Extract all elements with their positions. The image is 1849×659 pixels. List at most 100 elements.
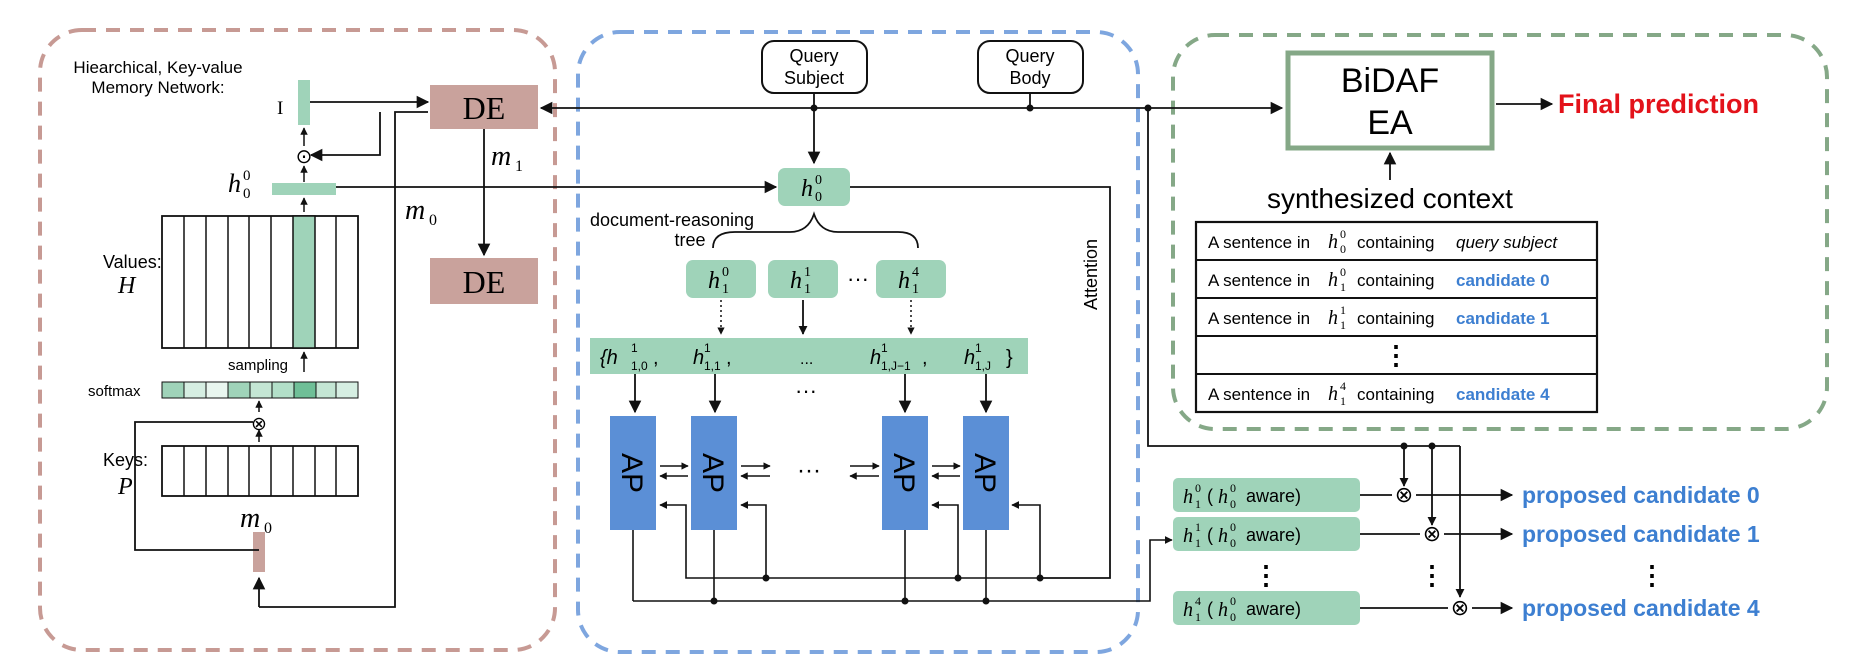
values-label: Values: [103,252,162,272]
context-table: A sentence in h 0 0 containing query sub… [1194,220,1599,414]
svg-text:h: h [1183,599,1193,621]
tree-label-line1: document-reasoning [590,210,754,230]
ap-block-0: AP [610,416,656,530]
svg-text:1: 1 [804,265,811,280]
svg-text:h: h [1328,383,1338,405]
svg-text:4: 4 [1195,594,1201,608]
synthesized-context-label: synthesized context [1267,183,1513,214]
svg-text:candidate 4: candidate 4 [1456,385,1550,404]
bidaf-line2: EA [1367,104,1413,142]
query-subject-line1: Query [789,46,838,66]
candidate-row-4: h 4 1 ( h 0 0 aware) [1173,591,1360,625]
ap-block-3: AP [963,416,1009,530]
h00-sub: 0 [243,186,251,202]
svg-text:0: 0 [1340,242,1346,256]
svg-text:(: ( [1207,525,1213,545]
svg-text:(: ( [1207,599,1213,619]
keys-symbol: P [117,474,133,500]
candidates-section: h 0 1 ( h 0 0 aware) ⊗ proposed candidat… [1147,108,1760,625]
svg-text:h: h [1183,525,1193,547]
values-symbol: H [117,273,137,299]
de-blocks: DE DE m 1 m 0 [405,85,538,304]
final-prediction: Final prediction [1558,89,1759,119]
proposed-candidate-0: proposed candidate 0 [1522,482,1760,508]
child-node-4: h 4 1 [876,260,946,298]
m0-feedback-line [259,111,428,608]
svg-text:h: h [1328,269,1338,291]
bidaf-ea-box [1285,50,1495,151]
tree-brace [712,211,919,249]
middle-panel: Query Subject Query Body h 0 0 Attention… [336,40,1284,605]
svg-text:1,J−1: 1,J−1 [881,359,911,373]
context-row-2: A sentence in h 1 1 containing candidate… [1208,303,1550,332]
svg-text:1: 1 [631,341,638,355]
child-node-1: h 1 1 [768,260,838,298]
svg-text:h: h [790,268,802,294]
svg-text:4: 4 [1340,379,1346,393]
odot-icon: ⊙ [296,146,313,168]
otimes-icon: ⊗ [1451,595,1469,620]
svg-text:aware): aware) [1246,525,1301,545]
values-selected-column [292,215,316,349]
svg-text:1: 1 [975,341,982,355]
svg-text:1: 1 [1340,280,1346,294]
svg-text:h: h [1328,231,1338,253]
svg-text:1: 1 [1195,497,1201,511]
svg-text:h: h [964,347,975,369]
root-node [778,168,850,206]
softmax-label: softmax [88,383,141,400]
context-row-4: A sentence in h 4 1 containing candidate… [1208,379,1550,408]
candidate-vdots-left: ⋮ [1253,560,1279,590]
child-nodes-ellipsis: ··· [847,266,869,291]
svg-text:1: 1 [1340,394,1346,408]
de-bottom-block [430,258,538,304]
left-panel: Hiearchical, Key-value Memory Network: I… [73,58,430,608]
context-row-0: A sentence in h 0 0 containing query sub… [1208,227,1558,256]
svg-text:containing: containing [1357,385,1435,404]
child-node-0: h 0 1 [686,260,756,298]
context-row-3: ⋮ [1383,340,1409,370]
keys-matrix [161,445,359,497]
svg-text:AP: AP [696,453,729,493]
svg-text:,: , [653,347,659,369]
ap-ellipsis: ··· [797,457,821,484]
svg-text:AP: AP [615,453,648,493]
svg-text:A sentence in: A sentence in [1208,385,1310,404]
svg-text:1: 1 [1195,536,1201,550]
memory-network-title-line1: Hiearchical, Key-value [73,58,242,77]
svg-text:,: , [726,347,732,369]
svg-text:containing: containing [1357,233,1435,252]
svg-text:aware): aware) [1246,599,1301,619]
svg-text:1: 1 [1195,610,1201,624]
svg-text:AP: AP [968,453,1001,493]
query-to-candidates-line [1147,108,1460,447]
root-node-h: h [801,176,813,202]
memory-network-title-line2: Memory Network: [91,78,224,97]
svg-text:A sentence in: A sentence in [1208,309,1310,328]
between-ellipsis: ··· [795,378,817,403]
h00-sup: 0 [243,168,251,184]
m0-de-sub: 0 [429,212,437,229]
svg-text:1: 1 [804,282,811,297]
svg-text:h: h [1218,525,1228,547]
svg-text:1,1: 1,1 [704,359,721,373]
svg-text:h: h [1218,599,1228,621]
svg-text:A sentence in: A sentence in [1208,271,1310,290]
svg-text:0: 0 [1230,520,1236,534]
svg-text:h: h [708,268,720,294]
svg-text:0: 0 [1340,265,1346,279]
otimes-icon: ⊗ [1395,482,1413,507]
keys-label: Keys: [103,450,148,470]
h00-label: h [228,169,241,198]
query-subject-line2: Subject [784,68,844,88]
i-label: I [277,98,283,119]
de-top-block [430,85,538,129]
h00-vector [272,183,336,195]
svg-text:0: 0 [1230,481,1236,495]
svg-text:0: 0 [1230,610,1236,624]
svg-text:h: h [693,347,704,369]
bidaf-line1: BiDAF [1341,62,1439,100]
m0-de-label: m [405,195,425,226]
sampling-label: sampling [228,357,288,374]
